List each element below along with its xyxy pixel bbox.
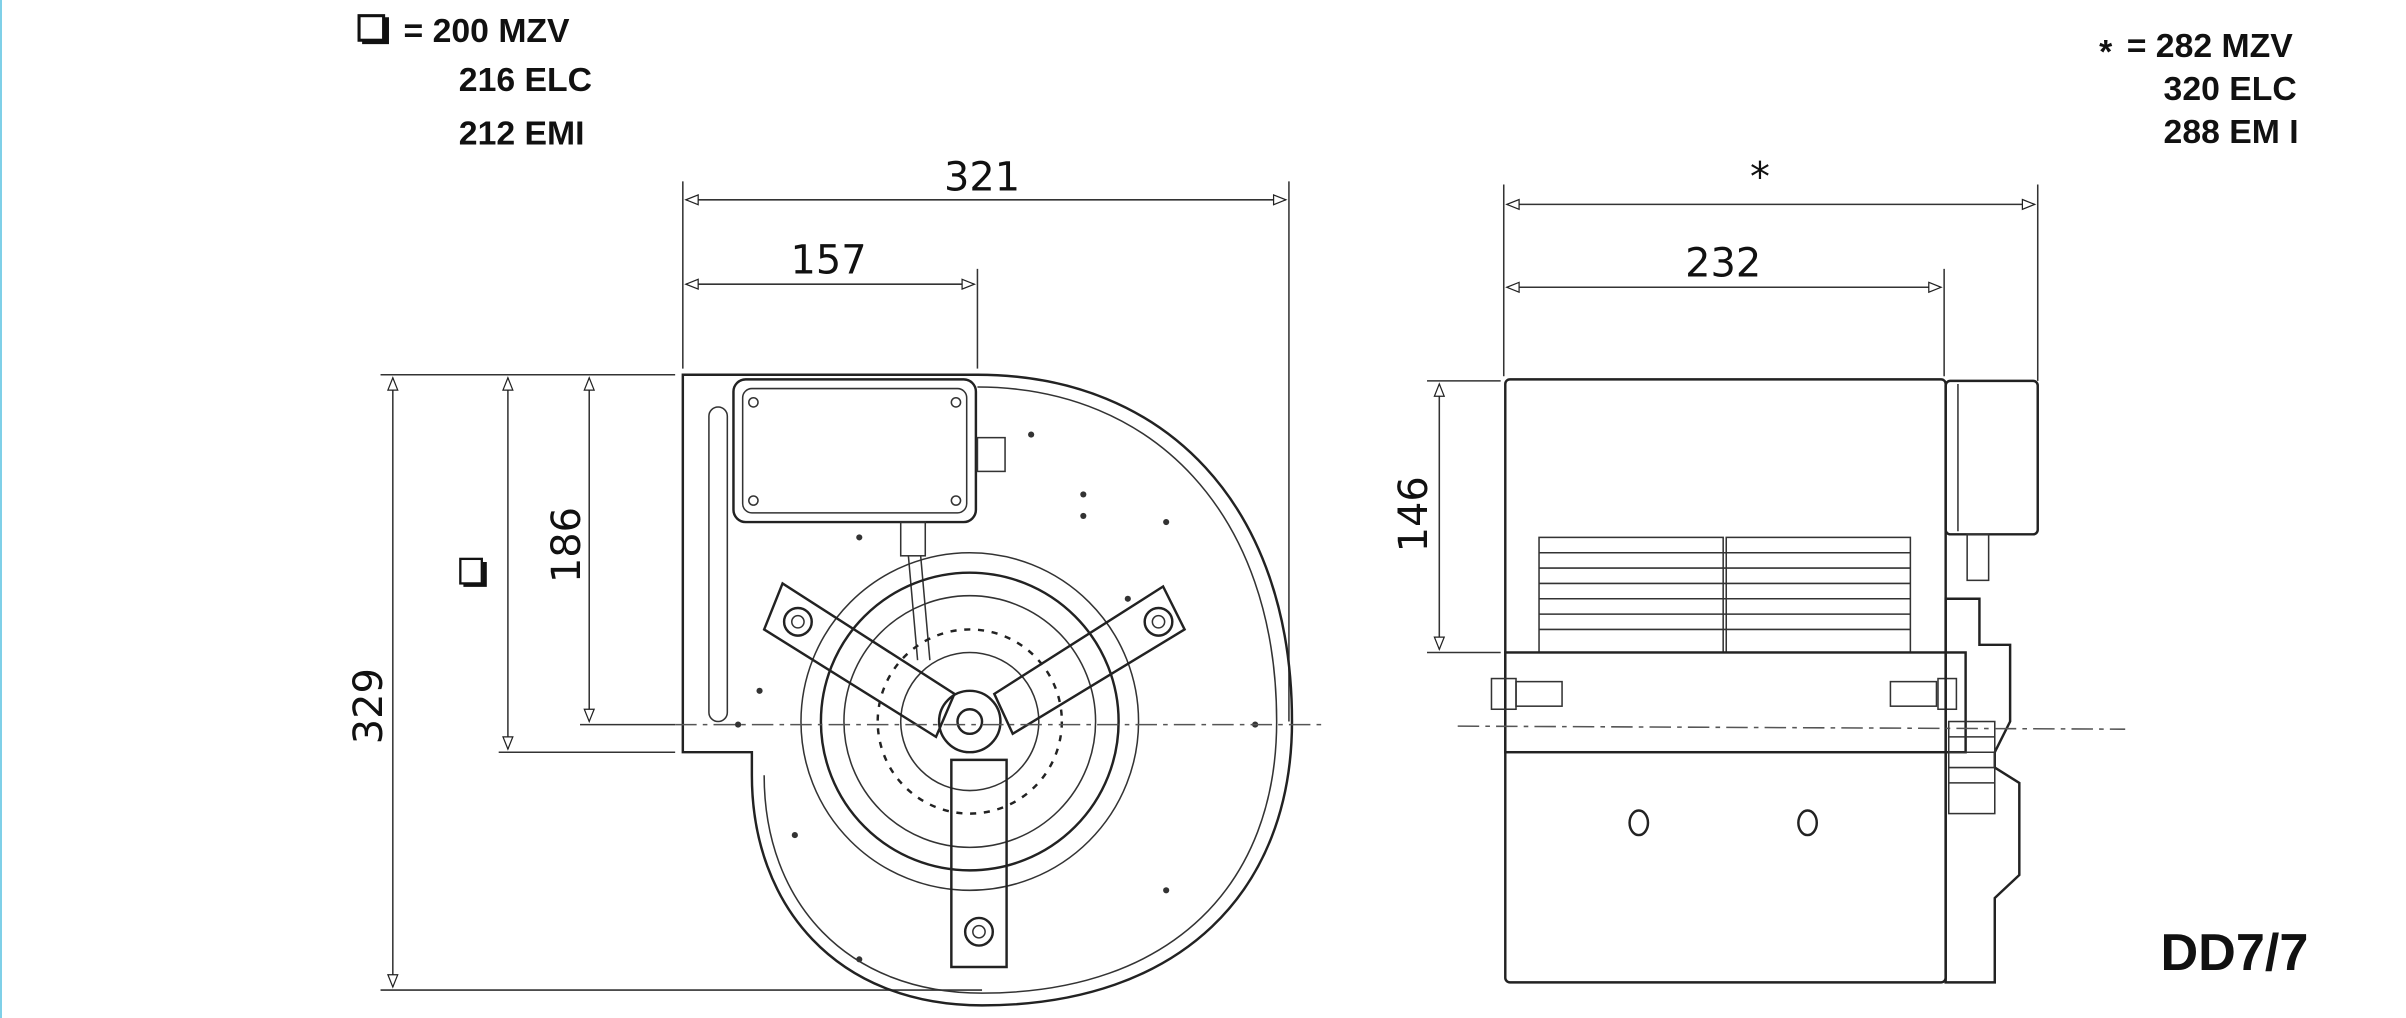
legend-left-line: 212 EMI [459, 115, 585, 153]
legend-left-line: 216 ELC [459, 61, 592, 99]
mounting-arm [992, 584, 1187, 736]
square-marker-icon [459, 557, 483, 585]
terminal-box-side [1944, 379, 2039, 536]
dim-height-186: 186 [544, 507, 590, 583]
model-label: DD7/7 [2160, 924, 2308, 982]
side-view-dimensions: * 232 146 [1391, 155, 2039, 654]
asterisk-symbol: * [2099, 33, 2113, 71]
front-view-dimensions: 321 157 329 186 [346, 155, 1290, 991]
legend-left-line: = 200 MZV [404, 12, 571, 50]
terminal-box [732, 378, 978, 524]
legend-left: = 200 MZV 216 ELC 212 EMI [357, 12, 592, 153]
legend-right: * = 282 MZV 320 ELC 288 EM I [2099, 27, 2299, 151]
square-symbol-icon [357, 14, 386, 42]
legend-right-line: 288 EM I [2164, 113, 2299, 151]
dim-offset-157: 157 [791, 237, 867, 283]
legend-right-line: 320 ELC [2164, 70, 2297, 108]
legend-right-line: = 282 MZV [2127, 27, 2294, 65]
left-edge-line [0, 0, 2, 1018]
dim-overall-asterisk: * [1750, 155, 1770, 201]
dim-width-232: 232 [1685, 241, 1761, 287]
fan-front-view [675, 373, 1328, 1007]
fan-side-view [1457, 378, 2126, 984]
mounting-arm [762, 581, 956, 739]
mounting-arm [950, 758, 1008, 969]
dim-width-321: 321 [944, 155, 1020, 201]
dim-height-146: 146 [1391, 476, 1437, 552]
dim-height-329: 329 [346, 668, 392, 744]
